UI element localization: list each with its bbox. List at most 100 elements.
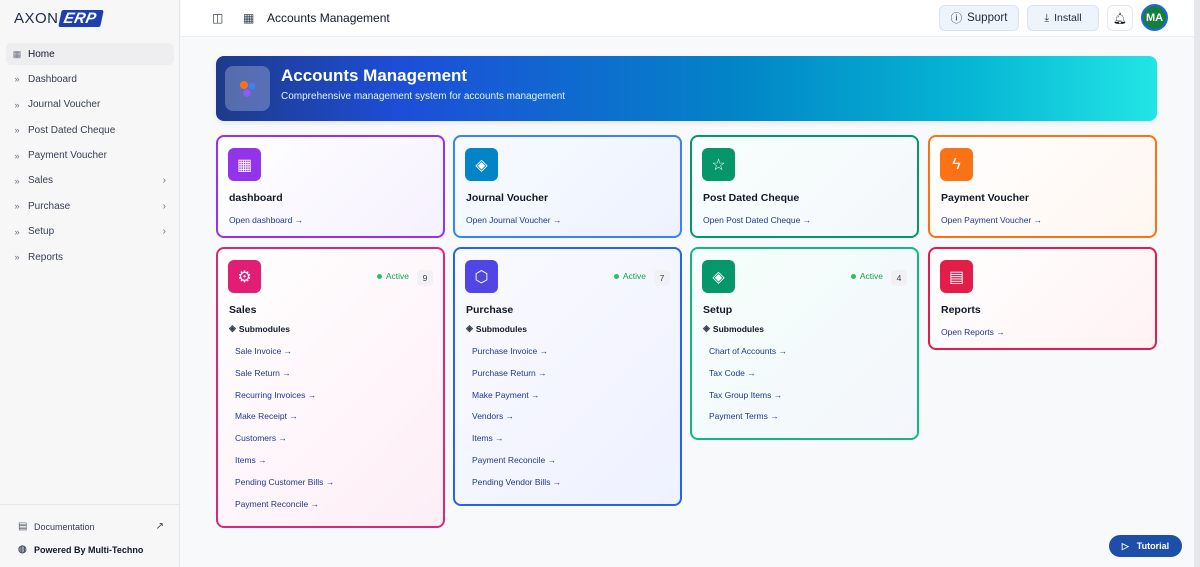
submodules-header: ◈Submodules [229, 323, 290, 334]
scrollbar[interactable] [1194, 0, 1200, 567]
open-link[interactable]: Open Journal Voucher → [466, 215, 562, 225]
sidebar-item-post-dated-cheque[interactable]: » Post Dated Cheque [6, 119, 174, 141]
submodule-link[interactable]: Customers → [235, 433, 287, 444]
gear-icon: ⚙ [228, 260, 261, 293]
card-title: Payment Voucher [941, 192, 1029, 204]
submodules-label: Submodules [475, 323, 527, 334]
submodules-header: ◈Submodules [466, 323, 527, 334]
sidebar-item-setup[interactable]: » Setup › [6, 221, 174, 243]
support-button[interactable]: ⓘ Support [939, 5, 1019, 31]
module-logo-icon [225, 66, 270, 111]
submodule-link[interactable]: Items → [472, 433, 504, 444]
logo-text-axon: AXON [14, 10, 59, 27]
submodule-link[interactable]: Purchase Invoice → [472, 346, 549, 356]
sidebar-item-label: Payment Voucher [28, 150, 107, 162]
sidebar-item-sales[interactable]: » Sales › [6, 170, 174, 192]
open-link[interactable]: Open Payment Voucher → [941, 215, 1043, 225]
submodule-link[interactable]: Payment Reconcile → [472, 454, 557, 465]
avatar[interactable]: MA [1141, 4, 1168, 31]
grid-icon: ▦ [12, 48, 22, 59]
sidebar-item-label: Journal Voucher [28, 99, 101, 111]
card-payment-voucher[interactable]: ϟ Payment Voucher Open Payment Voucher → [928, 135, 1157, 238]
apps-grid-icon[interactable]: ▦ [243, 11, 255, 25]
bell-icon: 🔔︎ [1113, 12, 1127, 25]
submodule-link[interactable]: Tax Group Items → [709, 389, 783, 400]
card-dashboard[interactable]: ▦ dashboard Open dashboard → [216, 135, 445, 238]
sidebar-nav: ▦ Home » Dashboard » Journal Voucher » P… [6, 43, 174, 272]
submodule-link[interactable]: Pending Customer Bills → [235, 476, 335, 487]
submodule-link[interactable]: Purchase Return → [472, 367, 547, 378]
file-text-icon: ▤ [940, 260, 973, 293]
sidebar-item-journal-voucher[interactable]: » Journal Voucher [6, 94, 174, 116]
status-badge: Active [850, 271, 883, 281]
app-logo[interactable]: AXON ERP [14, 10, 104, 27]
sidebar-item-reports[interactable]: » Reports [6, 246, 174, 268]
external-link-icon: ↗ [155, 521, 164, 532]
card-title: Reports [941, 304, 981, 316]
sidebar-item-label: Post Dated Cheque [28, 124, 116, 136]
chevrons-right-icon: » [14, 150, 20, 161]
card-post-dated-cheque[interactable]: ☆ Post Dated Cheque Open Post Dated Cheq… [690, 135, 919, 238]
submodule-link[interactable]: Sale Invoice → [235, 346, 293, 356]
sidebar-footer: ▤ Documentation ↗ ◍ Powered By Multi-Tec… [0, 504, 180, 567]
tutorial-button[interactable]: ▷ Tutorial [1109, 535, 1182, 557]
open-link[interactable]: Open dashboard → [229, 215, 304, 225]
notifications-button[interactable]: 🔔︎ [1107, 5, 1133, 31]
submodule-list: Sale Invoice → Sale Return → Recurring I… [235, 346, 334, 520]
chevron-right-icon: › [162, 200, 166, 212]
open-link[interactable]: Open Reports → [941, 327, 1005, 337]
status-label: Active [622, 271, 646, 281]
submodule-link[interactable]: Pending Vendor Bills → [472, 476, 562, 487]
status-dot [850, 273, 856, 279]
card-purchase[interactable]: ⬡ Active 7 Purchase ◈Submodules Purchase… [453, 247, 682, 506]
sidebar-item-dashboard[interactable]: » Dashboard [6, 68, 174, 90]
card-reports[interactable]: ▤ Reports Open Reports → [928, 247, 1157, 350]
card-sales[interactable]: ⚙ Active 9 Sales ◈Submodules Sale Invoic… [216, 247, 445, 528]
submodule-link[interactable]: Items → [235, 454, 267, 465]
sidebar-toggle-icon[interactable]: ◫ [212, 11, 224, 25]
submodule-link[interactable]: Payment Reconcile → [235, 498, 320, 509]
card-journal-voucher[interactable]: ◈ Journal Voucher Open Journal Voucher → [453, 135, 682, 238]
document-icon: ▤ [18, 521, 28, 532]
status-badge: Active [613, 271, 646, 281]
count-badge: 4 [891, 270, 907, 286]
submodule-link[interactable]: Make Receipt → [235, 411, 298, 422]
chevrons-right-icon: » [14, 226, 20, 237]
count-badge: 7 [654, 270, 670, 286]
submodule-link[interactable]: Tax Code → [709, 367, 756, 378]
install-button[interactable]: ⤓ Install [1027, 5, 1099, 31]
submodule-link[interactable]: Payment Terms → [709, 411, 779, 422]
layers-icon: ◈ [703, 323, 710, 333]
status-badge: Active [376, 271, 409, 281]
star-icon: ☆ [702, 148, 735, 181]
layers-icon: ◈ [465, 148, 498, 181]
chevrons-right-icon: » [14, 74, 20, 85]
card-setup[interactable]: ◈ Active 4 Setup ◈Submodules Chart of Ac… [690, 247, 919, 440]
page-title: Accounts Management [267, 11, 390, 25]
sidebar-item-home[interactable]: ▦ Home [6, 43, 174, 65]
sidebar-item-label: Purchase [28, 200, 71, 212]
support-label: Support [967, 12, 1008, 24]
submodule-link[interactable]: Vendors → [472, 411, 515, 422]
sidebar-item-label: Reports [28, 251, 64, 263]
submodule-link[interactable]: Chart of Accounts → [709, 346, 787, 356]
sidebar-item-payment-voucher[interactable]: » Payment Voucher [6, 145, 174, 167]
sidebar-item-purchase[interactable]: » Purchase › [6, 195, 174, 217]
submodule-link[interactable]: Sale Return → [235, 367, 291, 378]
sidebar: AXON ERP ▦ Home » Dashboard » Journal Vo… [0, 0, 180, 567]
chevron-right-icon: › [162, 175, 166, 187]
download-icon: ⤓ [1044, 11, 1050, 24]
play-icon: ▷ [1121, 540, 1129, 551]
layers-icon: ◈ [229, 323, 236, 333]
logo-text-erp: ERP [57, 10, 104, 27]
card-title: Sales [229, 304, 257, 316]
chevrons-right-icon: » [14, 201, 20, 212]
submodule-link[interactable]: Recurring Invoices → [235, 389, 317, 400]
banner-subtitle: Comprehensive management system for acco… [281, 91, 566, 102]
grid-icon: ▦ [228, 148, 261, 181]
status-label: Active [859, 271, 883, 281]
open-link[interactable]: Open Post Dated Cheque → [703, 215, 812, 225]
documentation-link[interactable]: ▤ Documentation ↗ [18, 521, 164, 532]
submodule-link[interactable]: Make Payment → [472, 389, 540, 400]
status-label: Active [385, 271, 409, 281]
